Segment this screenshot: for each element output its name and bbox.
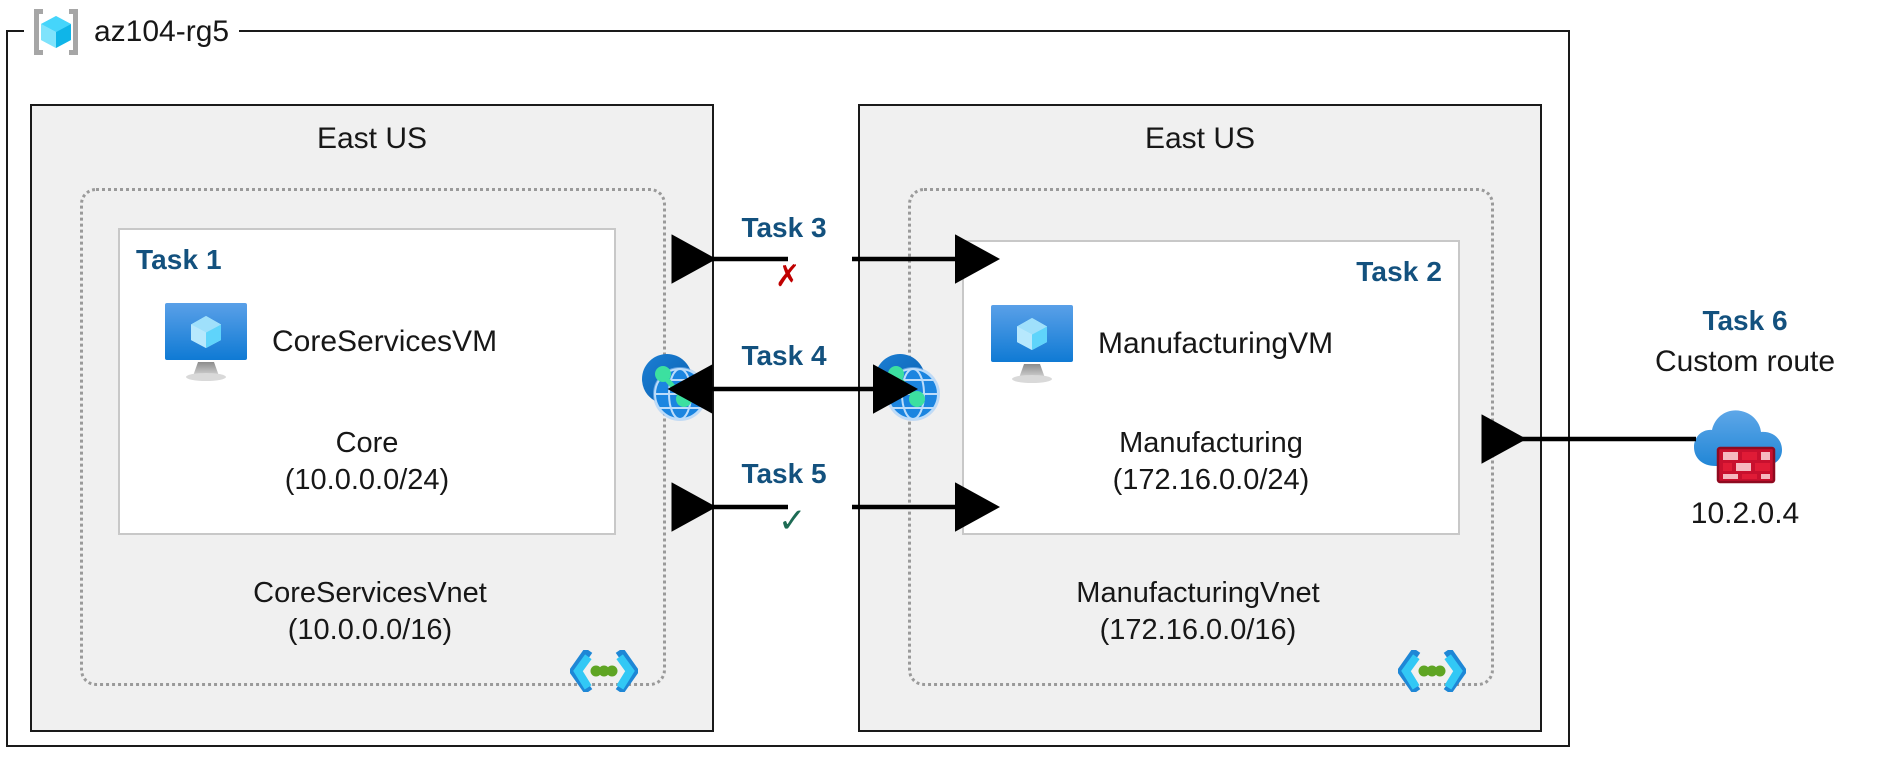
region-title-left: East US <box>316 122 428 155</box>
vm-name-manufacturing: ManufacturingVM <box>1098 327 1334 360</box>
task-label-1: Task 1 <box>136 244 222 275</box>
virtual-machine-icon-right <box>988 304 1076 384</box>
subnet-box-manufacturing: Task 2 <box>962 240 1460 535</box>
vnet-cidr-coreservices: (10.0.0.0/16) <box>287 614 453 647</box>
connection-arrow-task4 <box>667 364 918 414</box>
vnet-label-manufacturing: ManufacturingVnet (172.16.0.0/16) <box>908 575 1488 649</box>
custom-route-label: Custom route <box>1654 345 1836 378</box>
allowed-mark-task5: ✓ <box>778 502 807 540</box>
resource-group-cube-icon <box>28 4 84 60</box>
firewall-cloud-icon <box>1690 400 1800 486</box>
virtual-machine-icon-left <box>162 302 250 382</box>
resource-group-label: az104-rg5 <box>24 2 240 62</box>
resource-group-name: az104-rg5 <box>94 15 230 48</box>
task-label-5: Task 5 <box>741 458 827 489</box>
subnet-name-core: Core <box>335 427 399 459</box>
vnet-name-coreservices: CoreServicesVnet <box>253 577 487 609</box>
subnet-name-manufacturing: Manufacturing <box>1119 427 1303 459</box>
vm-name-coreservices: CoreServicesVM <box>272 325 498 358</box>
vnet-name-manufacturing: ManufacturingVnet <box>1076 577 1320 609</box>
custom-route-ip: 10.2.0.4 <box>1690 497 1800 530</box>
task-label-6: Task 6 <box>1702 305 1788 336</box>
connection-arrow-task3 <box>671 234 1000 284</box>
vnet-chevron-icon-left <box>568 647 640 695</box>
connection-arrow-task6 <box>1481 414 1696 464</box>
vnet-chevron-icon-right <box>1396 647 1468 695</box>
vm-coreservices: CoreServicesVM <box>162 302 497 382</box>
vnet-box-coreservices <box>80 188 666 686</box>
subnet-cidr-core: (10.0.0.0/24) <box>284 464 450 497</box>
task-label-3: Task 3 <box>741 212 827 243</box>
subnet-label-manufacturing: Manufacturing (172.16.0.0/24) <box>964 425 1458 499</box>
resource-group-box <box>6 30 1570 747</box>
vnet-cidr-manufacturing: (172.16.0.0/16) <box>1099 614 1297 647</box>
vm-manufacturing: ManufacturingVM <box>988 304 1333 384</box>
subnet-cidr-manufacturing: (172.16.0.0/24) <box>1112 464 1310 497</box>
vnet-label-coreservices: CoreServicesVnet (10.0.0.0/16) <box>80 575 660 649</box>
task-label-2: Task 2 <box>1356 256 1442 287</box>
task-label-4: Task 4 <box>741 340 827 371</box>
blocked-mark-task3: ✗ <box>775 260 801 293</box>
region-title-right: East US <box>1144 122 1256 155</box>
subnet-label-core: Core (10.0.0.0/24) <box>120 425 614 499</box>
subnet-box-core: Task 1 <box>118 228 616 535</box>
connection-arrow-task5 <box>671 482 1000 532</box>
